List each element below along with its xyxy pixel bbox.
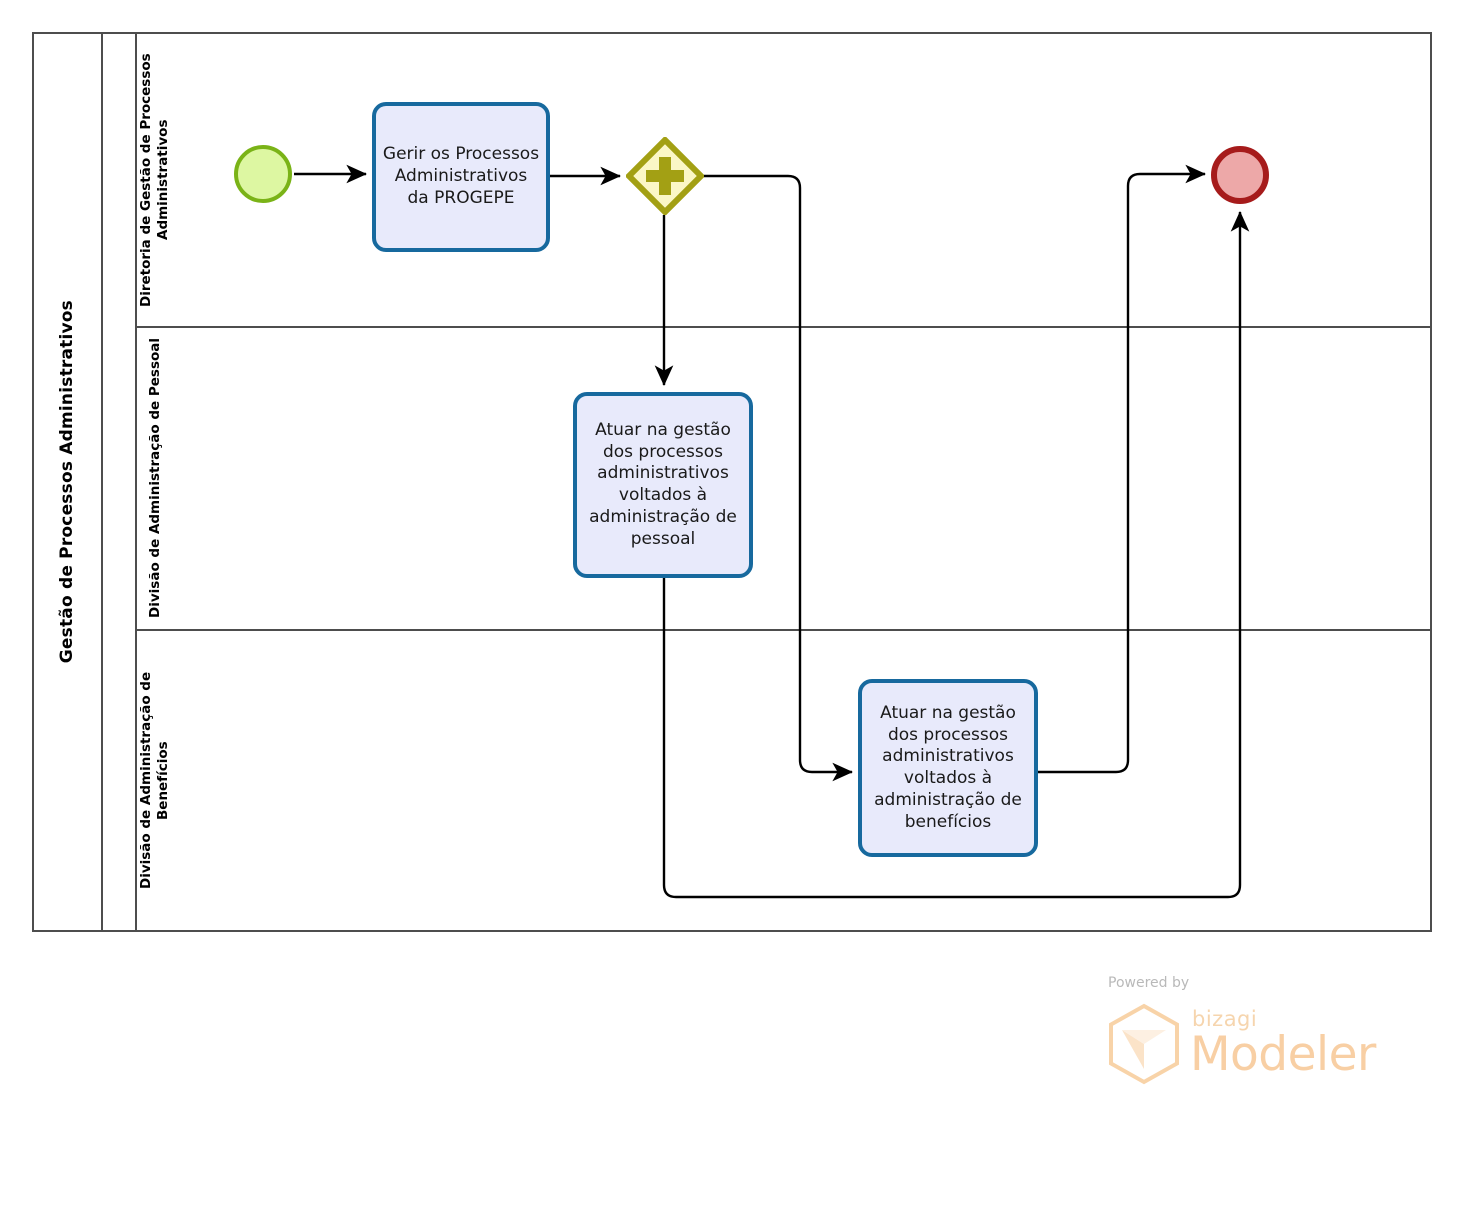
bizagi-watermark: Powered by bizagi Modeler bbox=[1100, 975, 1400, 1085]
task-atuar-beneficios-label: Atuar na gestão dos processos administra… bbox=[874, 702, 1022, 832]
parallel-gateway-icon bbox=[624, 135, 706, 217]
task-atuar-pessoal-label: Atuar na gestão dos processos administra… bbox=[589, 419, 737, 549]
flow-beneficios-to-end bbox=[1038, 164, 1206, 774]
pool-title: Gestão de Processos Administrativos bbox=[32, 32, 103, 932]
task-atuar-pessoal[interactable]: Atuar na gestão dos processos administra… bbox=[573, 392, 753, 578]
task-atuar-beneficios[interactable]: Atuar na gestão dos processos administra… bbox=[858, 679, 1038, 857]
lane-title-band-border bbox=[135, 32, 137, 932]
flow-gateway-to-beneficios bbox=[704, 174, 853, 782]
lane-divider-2 bbox=[135, 629, 1432, 631]
end-event[interactable] bbox=[1211, 146, 1269, 204]
watermark-brand-label: bizagi bbox=[1192, 1007, 1258, 1031]
pool-gestao-de-processos-administrativos[interactable] bbox=[32, 32, 1432, 932]
parallel-gateway[interactable] bbox=[624, 135, 706, 217]
start-event[interactable] bbox=[234, 145, 292, 203]
lane-divider-1 bbox=[135, 326, 1432, 328]
flow-pessoal-to-end bbox=[662, 211, 1250, 899]
watermark-product-label: Modeler bbox=[1190, 1027, 1376, 1082]
bizagi-hexagon-icon bbox=[1109, 1003, 1179, 1085]
task-gerir-processos[interactable]: Gerir os Processos Administrativos da PR… bbox=[372, 102, 550, 252]
task-gerir-processos-label: Gerir os Processos Administrativos da PR… bbox=[382, 144, 540, 208]
watermark-powered-by-label: Powered by bbox=[1108, 975, 1190, 991]
